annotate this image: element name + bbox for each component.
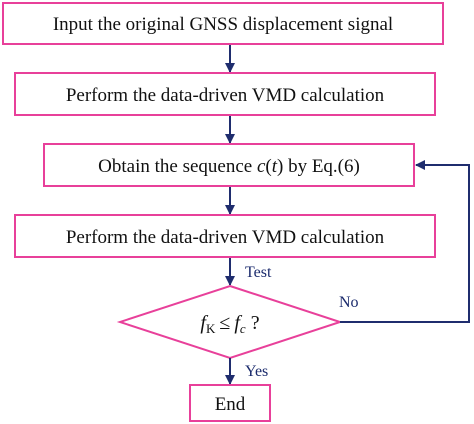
obtain-c-symbol: c [257,156,266,177]
test-label: Test [245,264,272,281]
decision-f-right: f [234,312,242,334]
vmd-calculation-box-1 [14,72,436,116]
no-label: No [339,294,359,311]
end-label: End [215,394,246,415]
obtain-paren-close: ) [277,156,283,177]
obtain-paren-open: ( [265,156,271,177]
obtain-t-symbol: t [272,156,278,177]
arrow-no-loop [340,160,470,323]
decision-sub-left: K [206,321,216,336]
decision-f-left: f [200,312,208,334]
input-signal-box [2,2,444,45]
yes-label: Yes [245,363,268,380]
vmd-calculation-label-2: Perform the data-driven VMD calculation [66,227,385,248]
obtain-suffix: by Eq.(6) [283,156,360,177]
input-signal-label: Input the original GNSS displacement sig… [53,14,393,35]
end-box [189,384,271,422]
decision-condition: fK≤fc? [200,312,259,336]
decision-sub-right: c [240,321,246,336]
decision-relation: ≤ [219,312,230,334]
obtain-prefix: Obtain the sequence [98,156,257,177]
vmd-calculation-label-1: Perform the data-driven VMD calculation [66,85,385,106]
vmd-calculation-box-2 [14,214,436,258]
obtain-sequence-label: Obtain the sequence c(t) by Eq.(6) [98,156,360,177]
obtain-sequence-box [43,143,415,187]
decision-question: ? [251,312,260,334]
